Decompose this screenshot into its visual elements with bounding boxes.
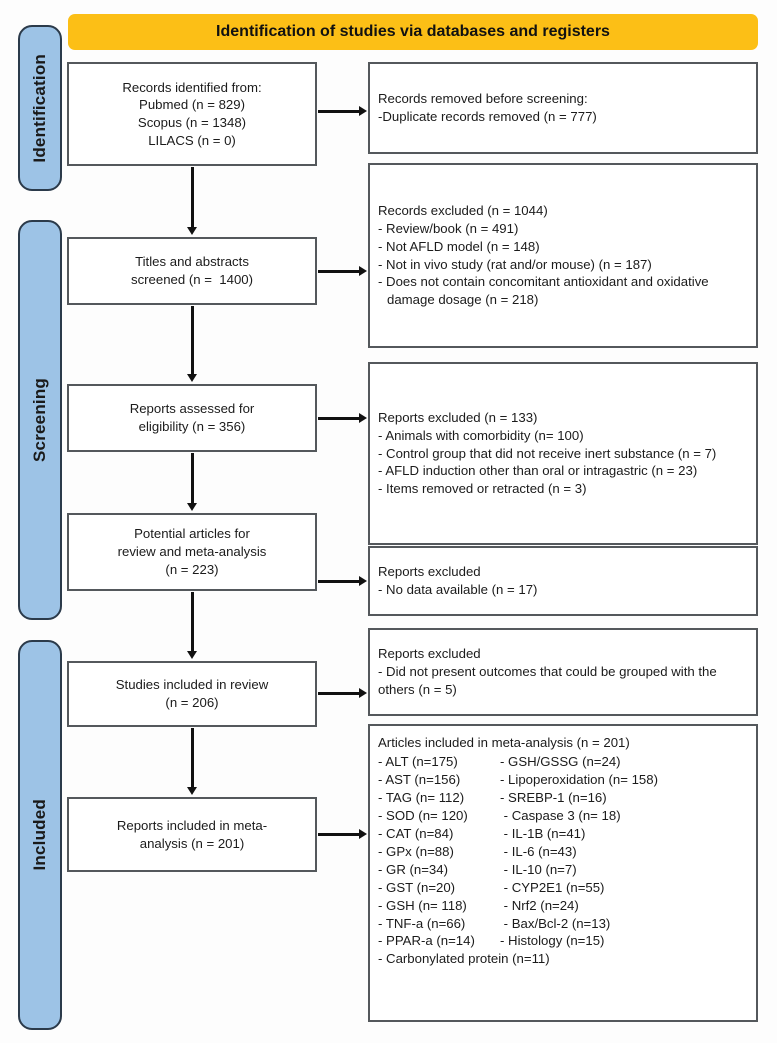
potential-articles-line-2: review and meta-analysis — [117, 544, 267, 560]
potential-articles-line-1: Potential articles for — [134, 526, 250, 542]
box-reports-assessed-eligibility: Reports assessed for eligibility (n = 35… — [67, 384, 317, 452]
box-reports-included-meta: Reports included in meta- analysis (n = … — [67, 797, 317, 872]
reports-excluded-eligibility-title: Reports excluded (n = 133) — [378, 410, 538, 426]
records-excluded-bullet-1: - Review/book (n = 491) — [378, 221, 519, 237]
phase-bar-screening: Screening — [18, 220, 62, 620]
reports-excluded-eligibility-bullet-4: - Items removed or retracted (n = 3) — [378, 481, 587, 497]
records-identified-line-1: Records identified from: — [122, 79, 262, 95]
box-studies-included-review: Studies included in review (n = 206) — [67, 661, 317, 727]
box-titles-abstracts-screened: Titles and abstracts screened (n = 1400) — [67, 237, 317, 305]
outcome-row-left: - TAG (n= 112) — [378, 789, 465, 805]
studies-in-review-line-2: (n = 206) — [165, 695, 219, 710]
outcome-row-left: - ALT (n=175) — [378, 753, 458, 769]
box-potential-articles: Potential articles for review and meta-a… — [67, 513, 317, 591]
box-records-removed-before-screening: Records removed before screening: -Dupli… — [368, 62, 758, 154]
titles-screened-line-1: Titles and abstracts — [135, 254, 249, 270]
reports-excluded-eligibility-bullet-3: - AFLD induction other than oral or intr… — [378, 463, 698, 479]
outcome-row-left: - SOD (n= 120) — [378, 807, 468, 823]
outcome-row-left: - GR (n=34) — [378, 861, 448, 877]
outcome-last-row: - Carbonylated protein (n=11) — [378, 951, 550, 967]
outcome-row-left: - GSH (n= 118) — [378, 897, 467, 913]
outcome-row-right: - Caspase 3 (n= 18) — [500, 807, 621, 823]
outcome-row-right: - IL-10 (n=7) — [500, 861, 577, 877]
phase-label-screening: Screening — [30, 378, 49, 462]
reports-in-meta-line-2: analysis (n = 201) — [139, 835, 245, 851]
removed-before-screening-line-1: Records removed before screening: — [378, 91, 588, 107]
records-excluded-bullet-4: - Does not contain concomitant antioxida… — [378, 274, 709, 307]
box-reports-excluded-eligibility: Reports excluded (n = 133) - Animals wit… — [368, 362, 758, 545]
outcome-row-right: - IL-1B (n=41) — [500, 825, 586, 841]
banner-title: Identification of studies via databases … — [216, 23, 610, 40]
box-records-excluded: Records excluded (n = 1044) - Review/boo… — [368, 163, 758, 348]
reports-excluded-nodata-line-1: Reports excluded — [378, 564, 481, 580]
studies-in-review-line-1: Studies included in review — [115, 677, 269, 693]
potential-articles-line-3: (n = 223) — [165, 561, 219, 577]
removed-before-screening-line-2: -Duplicate records removed (n = 777) — [378, 109, 597, 124]
records-excluded-title: Records excluded (n = 1044) — [378, 203, 548, 219]
outcome-row-left: - GST (n=20) — [378, 879, 456, 895]
outcome-row-left: - PPAR-a (n=14) — [378, 933, 475, 949]
box-reports-excluded-no-data: Reports excluded - No data available (n … — [368, 546, 758, 616]
outcome-row-right: - Lipoperoxidation (n= 158) — [500, 771, 658, 787]
box-records-identified: Records identified from: Pubmed (n = 829… — [67, 62, 317, 166]
records-identified-line-2: Pubmed (n = 829) — [139, 97, 245, 113]
identification-banner: Identification of studies via databases … — [68, 14, 758, 50]
reports-excluded-eligibility-bullet-1: - Animals with comorbidity (n= 100) — [378, 427, 584, 443]
outcome-row-left: - TNF-a (n=66) — [378, 915, 466, 931]
outcome-row-left: - GPx (n=88) — [378, 843, 454, 859]
reports-eligibility-line-1: Reports assessed for — [129, 401, 255, 417]
records-identified-line-3: Scopus (n = 1348) — [137, 115, 247, 130]
outcome-row-right: - IL-6 (n=43) — [500, 843, 577, 859]
records-excluded-bullet-3: - Not in vivo study (rat and/or mouse) (… — [378, 256, 652, 272]
outcome-row-left: - AST (n=156) — [378, 771, 461, 787]
reports-excluded-nodata-line-2: - No data available (n = 17) — [378, 582, 538, 597]
box-articles-included-meta-analysis: Articles included in meta-analysis (n = … — [368, 724, 758, 1022]
phase-label-included: Included — [30, 799, 49, 871]
articles-in-meta-title: Articles included in meta-analysis (n = … — [378, 735, 630, 750]
outcome-row-right: - GSH/GSSG (n=24) — [500, 753, 621, 769]
outcome-row-right: - Bax/Bcl-2 (n=13) — [500, 915, 611, 931]
outcome-row-right: - CYP2E1 (n=55) — [500, 879, 605, 895]
outcome-row-right: - SREBP-1 (n=16) — [500, 789, 607, 805]
phase-label-identification: Identification — [30, 53, 49, 163]
records-identified-line-4: LILACS (n = 0) — [148, 132, 236, 148]
reports-excluded-eligibility-bullet-2: - Control group that did not receive ine… — [378, 445, 717, 461]
reports-excluded-outcomes-line-2: - Did not present outcomes that could be… — [378, 664, 717, 697]
titles-screened-line-2: screened (n = 1400) — [130, 272, 254, 287]
reports-in-meta-line-1: Reports included in meta- — [116, 817, 268, 833]
reports-eligibility-line-2: eligibility (n = 356) — [138, 419, 246, 434]
phase-bar-identification: Identification — [18, 25, 62, 191]
outcome-row-right: - Nrf2 (n=24) — [500, 897, 579, 913]
outcome-row-right: - Histology (n=15) — [500, 933, 605, 949]
phase-bar-included: Included — [18, 640, 62, 1030]
outcome-row-left: - CAT (n=84) — [378, 825, 454, 841]
records-excluded-bullet-2: - Not AFLD model (n = 148) — [378, 238, 540, 254]
reports-excluded-outcomes-line-1: Reports excluded — [378, 646, 481, 662]
box-reports-excluded-outcomes: Reports excluded - Did not present outco… — [368, 628, 758, 716]
outcome-list: - ALT (n=175) - GSH/GSSG (n=24) - AST (n=1… — [378, 753, 748, 950]
